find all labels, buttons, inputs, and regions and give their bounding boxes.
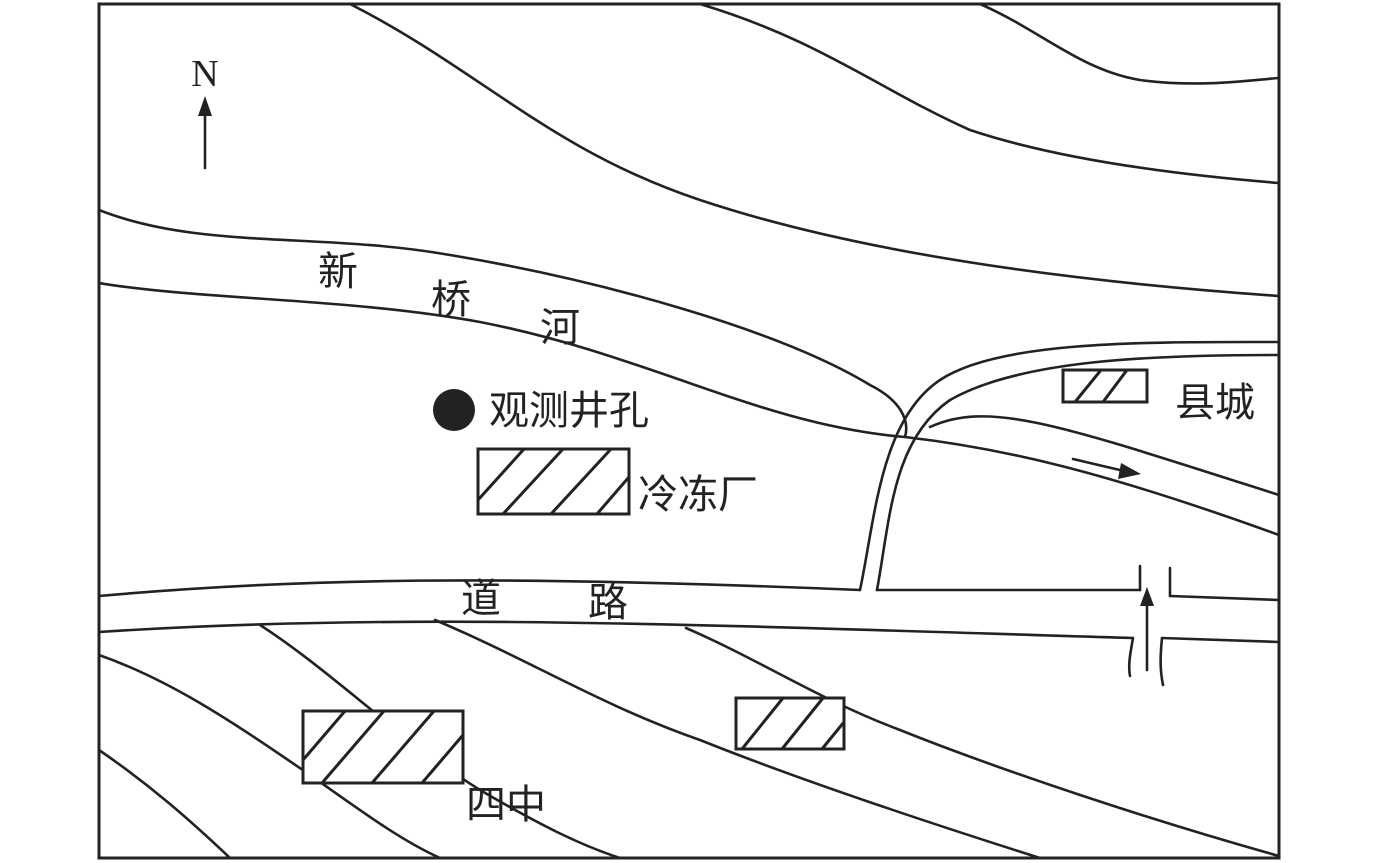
river-label-char: 桥	[431, 277, 471, 323]
cold-storage-label: 冷冻厂	[638, 472, 758, 518]
bridge-mark	[1127, 636, 1135, 678]
building	[734, 696, 846, 751]
county-town-label: 县城	[1175, 380, 1255, 426]
river-branch	[928, 415, 1279, 497]
road-label-char: 路	[588, 580, 628, 626]
cold-storage-building	[476, 447, 631, 516]
contour-line	[258, 623, 622, 858]
main-road-north-edge	[1168, 594, 1279, 602]
river-bank-north	[99, 208, 908, 439]
river-label-char: 河	[540, 305, 580, 351]
main-road-south-edge	[99, 620, 1135, 640]
fourth-school-building	[301, 709, 465, 785]
observation-well-icon	[433, 389, 475, 431]
contour-line	[978, 4, 1279, 85]
bridge-mark	[1159, 636, 1165, 687]
map-frame	[97, 2, 1281, 860]
river-bank-south	[99, 281, 1279, 537]
north-label: N	[191, 53, 218, 95]
main-road-north-edge	[99, 579, 862, 598]
county-town-building	[1061, 368, 1149, 404]
north-flow-arrow-icon	[1140, 587, 1154, 672]
river-label-char: 新	[318, 249, 358, 295]
road-label-char: 道	[461, 576, 501, 622]
contour-line	[433, 618, 1042, 858]
fourth-school-label: 四中	[466, 782, 546, 828]
well-label: 观测井孔	[489, 388, 649, 434]
flow-arrow-icon	[1071, 457, 1141, 479]
contour-line	[698, 4, 1279, 185]
contour-line	[348, 4, 1279, 298]
county-road-inner	[875, 353, 1279, 592]
main-road-south-edge	[1160, 636, 1279, 644]
north-arrow-icon	[198, 96, 212, 170]
county-road-outer	[858, 340, 1279, 592]
contour-line	[684, 626, 1279, 858]
contour-line	[99, 748, 232, 858]
